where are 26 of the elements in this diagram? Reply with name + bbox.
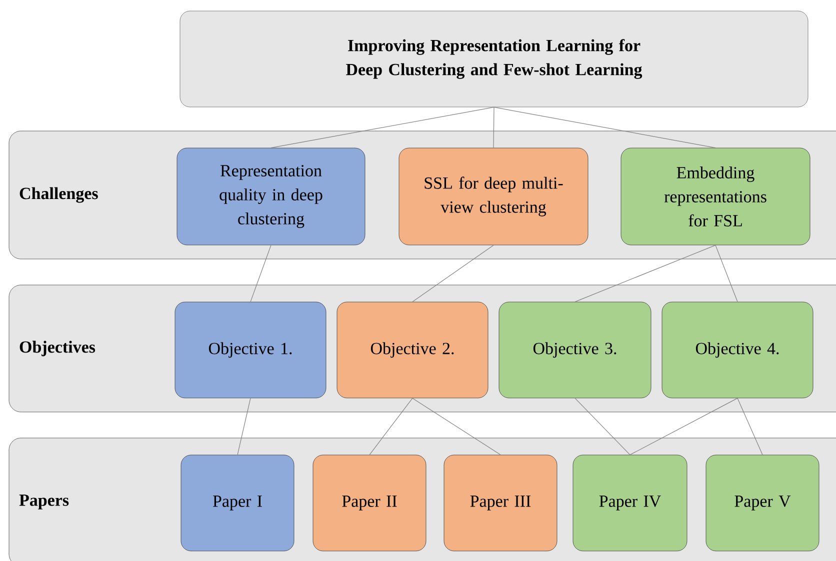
connector-line	[493, 106, 494, 148]
process-box: Objective 1.	[174, 302, 326, 398]
process-box: Representation quality in deep clustering	[176, 148, 366, 246]
connector-line	[574, 398, 630, 456]
connector-line	[412, 244, 494, 302]
connector-line	[737, 398, 763, 456]
connector-line	[237, 398, 251, 456]
process-box: Embedding representations for FSL	[620, 148, 810, 246]
connector-line	[630, 398, 738, 456]
process-box: SSL for deep multi-view clustering	[398, 148, 588, 246]
process-box: Objective 4.	[662, 302, 814, 398]
connector-line	[412, 398, 501, 456]
connector-line	[270, 106, 494, 148]
process-box: Paper V	[706, 454, 820, 552]
process-box: Objective 2.	[336, 302, 488, 398]
process-box: Paper I	[180, 454, 294, 552]
process-box: Paper III	[444, 454, 558, 552]
connector-line	[369, 398, 413, 456]
title-box: Improving Representation Learning for Deep Clustering and Few-shot Learning	[180, 10, 808, 108]
process-box: Paper II	[312, 454, 426, 552]
connector-line	[715, 244, 738, 302]
connector-line	[494, 106, 716, 148]
connector-line	[250, 244, 272, 302]
process-box: Objective 3.	[498, 302, 652, 398]
connector-line	[574, 244, 716, 302]
process-box: Paper IV	[572, 454, 688, 552]
